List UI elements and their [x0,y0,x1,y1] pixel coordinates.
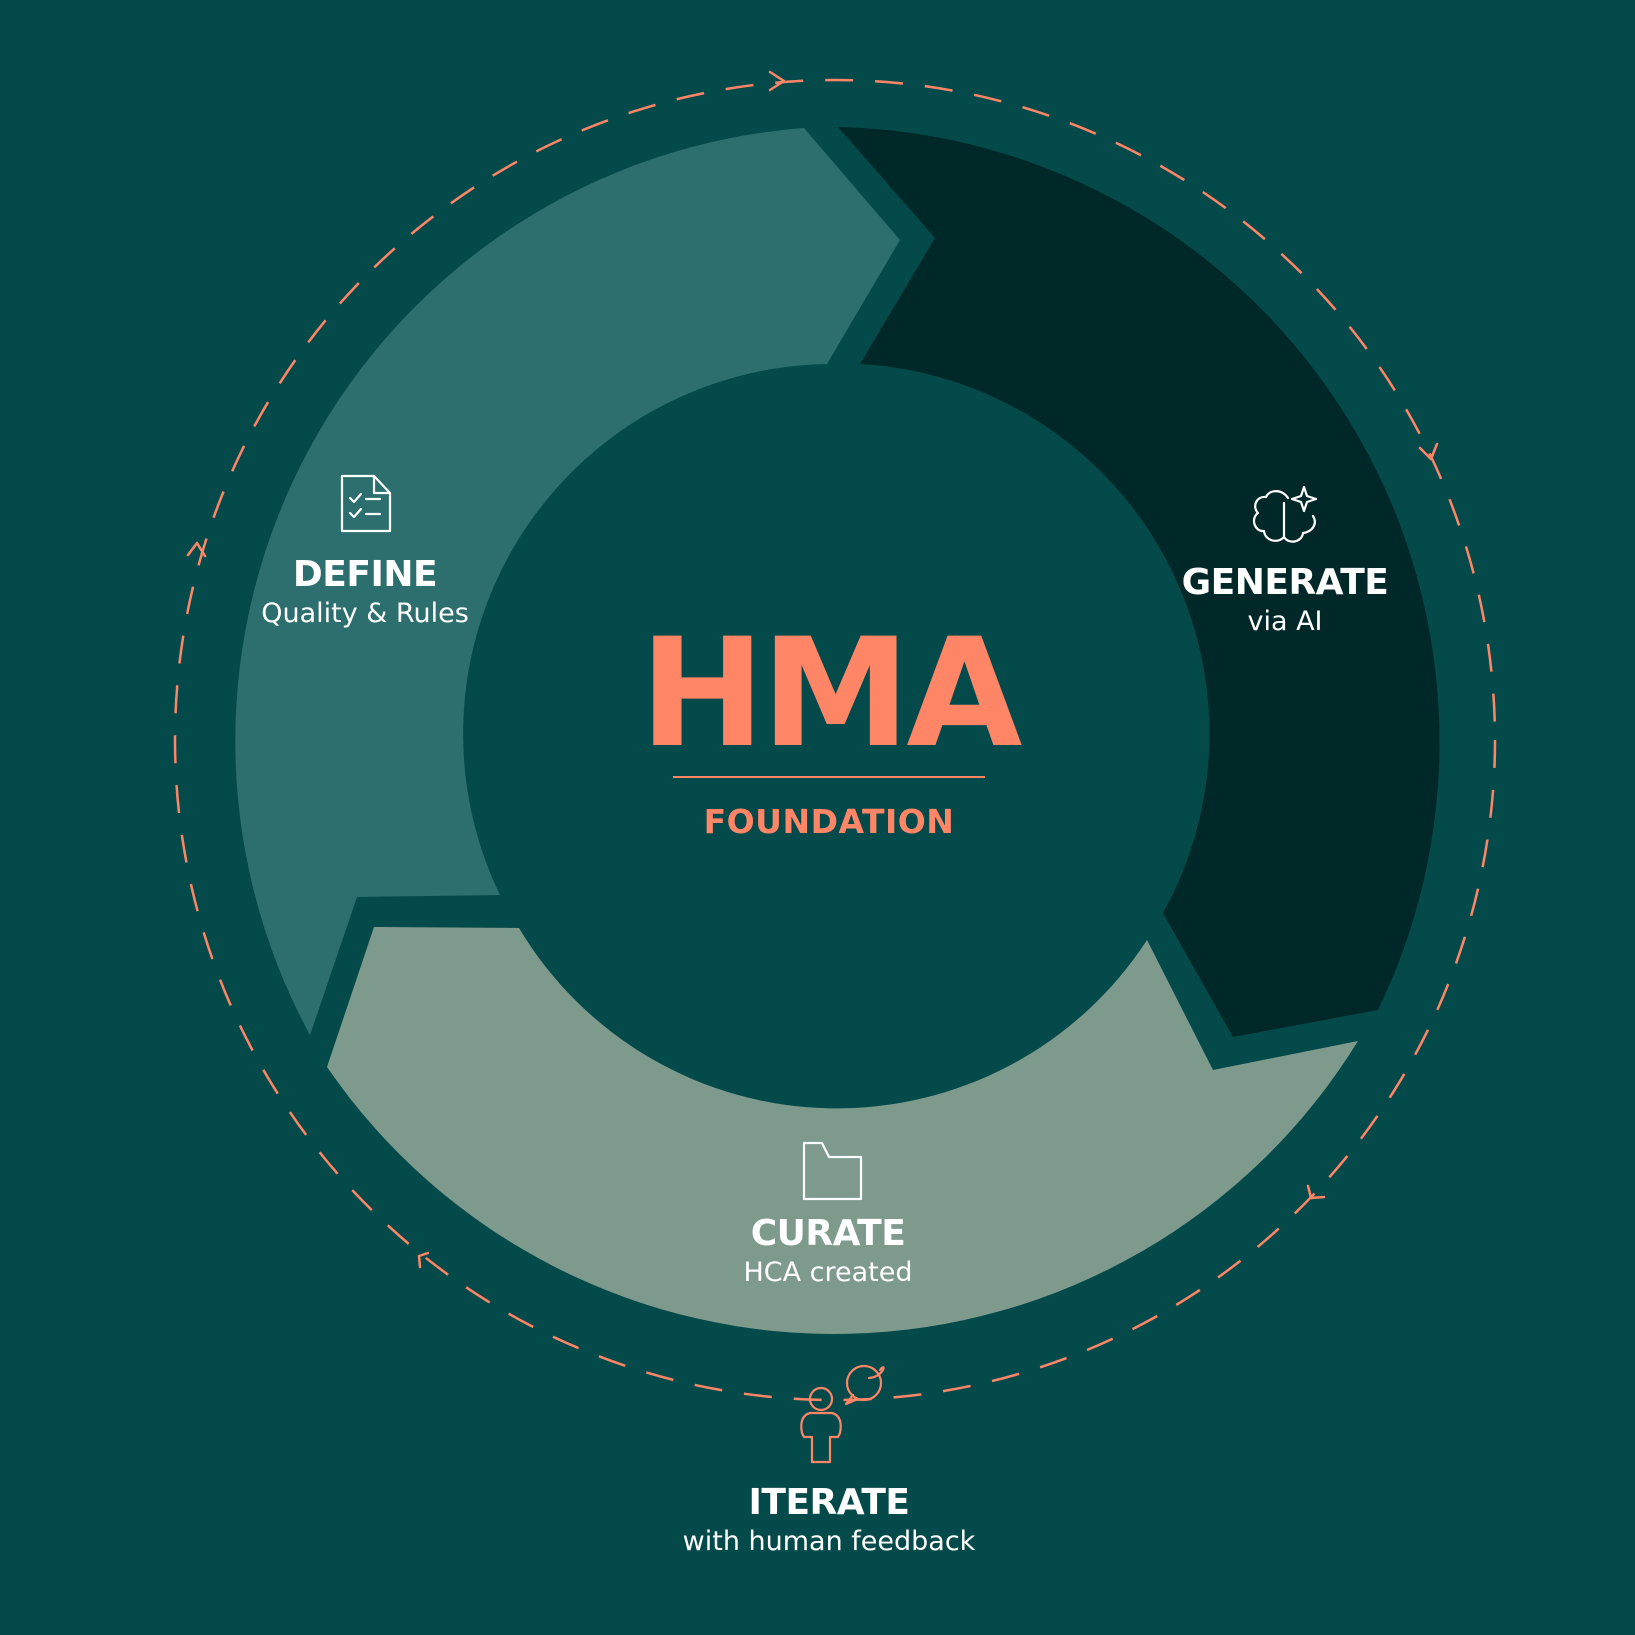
curate-title: CURATE [751,1213,906,1254]
ring-arrowhead-lower-left [417,1251,430,1269]
ring-arrowhead-lower-right [1306,1184,1326,1200]
define-segment[interactable] [235,128,901,1035]
curate-segment[interactable] [327,927,1358,1334]
person-speech-bubble-icon [800,1364,885,1464]
generate-segment[interactable] [838,127,1440,1037]
ring-arrowheads [186,70,1439,1269]
center-title: HMA [640,607,1023,781]
define-title: DEFINE [293,554,437,595]
ai-brain-sparkle-icon [1252,485,1318,543]
curate-subtitle: HCA created [743,1257,912,1288]
folder-icon [802,1141,863,1201]
checklist-document-icon [340,474,392,533]
ring-arrowhead-top [768,70,786,92]
generate-subtitle: via AI [1247,606,1322,637]
iterate-title: ITERATE [749,1482,910,1523]
ring-arrowhead-right [1418,442,1439,461]
center-subtitle: FOUNDATION [704,802,955,841]
define-subtitle: Quality & Rules [261,598,469,629]
iteration-dashed-ring [173,78,1497,1402]
ring-arrowhead-left [186,541,207,558]
generate-title: GENERATE [1182,562,1389,603]
iterate-subtitle: with human feedback [683,1526,976,1557]
